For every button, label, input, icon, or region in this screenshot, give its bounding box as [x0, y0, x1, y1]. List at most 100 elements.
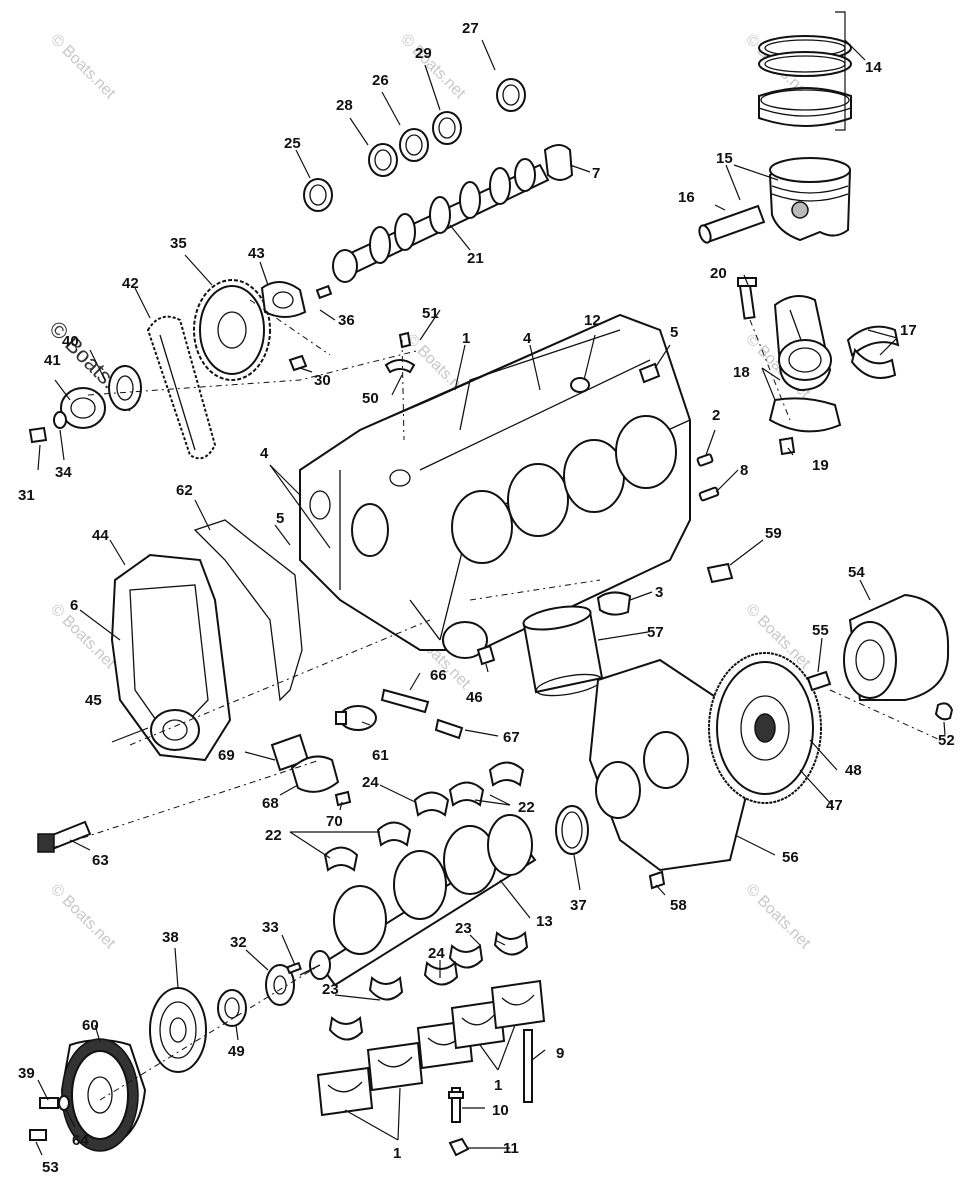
drive-coupler [806, 593, 954, 721]
callout: 48 [845, 762, 862, 779]
callout: 43 [248, 245, 265, 262]
upper-main-bearings [323, 761, 525, 872]
callout: 46 [466, 689, 483, 706]
camshaft [332, 158, 550, 283]
callout: 32 [230, 934, 247, 951]
callout: 50 [362, 390, 379, 407]
callout: 67 [503, 729, 520, 746]
callout: 12 [584, 312, 601, 329]
callout: 30 [314, 372, 331, 389]
callout: 22 [265, 827, 282, 844]
timing-cover-gasket [193, 519, 303, 702]
callout: 28 [336, 97, 353, 114]
callout: 6 [70, 597, 78, 614]
callout: 1 [494, 1077, 502, 1094]
callout: 4 [260, 445, 269, 462]
callout: 4 [523, 330, 532, 347]
callout: 69 [218, 747, 235, 764]
callout: 17 [900, 322, 917, 339]
callout: 2 [712, 407, 720, 424]
callout: 9 [556, 1045, 564, 1062]
callout: 7 [592, 165, 600, 182]
callout: 5 [276, 510, 284, 527]
callout: 56 [782, 849, 799, 866]
callout: 16 [678, 189, 695, 206]
piston-rings [758, 11, 866, 131]
leader-lines [35, 39, 946, 1156]
harmonic-balancer-hub [149, 987, 207, 1073]
callout: 18 [733, 364, 750, 381]
callout: 38 [162, 929, 179, 946]
engine-block [299, 313, 691, 659]
watermark: © Boats.net [397, 31, 469, 103]
callout: 31 [18, 487, 35, 504]
callout: 10 [492, 1102, 509, 1119]
callout: 23 [322, 981, 339, 998]
callout: 23 [455, 920, 472, 937]
callout: 21 [467, 250, 484, 267]
callout: 55 [812, 622, 829, 639]
camshaft-bearings [303, 78, 574, 212]
callout: 58 [670, 897, 687, 914]
callout: 62 [176, 482, 193, 499]
timing-cover [110, 553, 232, 762]
crank-front-parts [217, 961, 302, 1027]
callout: 49 [228, 1043, 245, 1060]
callout: 20 [710, 265, 727, 282]
main-cap-fasteners [448, 1029, 533, 1157]
callout: 3 [655, 584, 663, 601]
lower-main-bearings [328, 931, 529, 1041]
callout: 47 [826, 797, 843, 814]
callout-labels: 27 29 26 28 25 7 14 15 16 21 35 43 42 36… [18, 20, 955, 1176]
rear-main-seal [555, 805, 589, 855]
callout: 8 [740, 462, 748, 479]
callout: 45 [85, 692, 102, 709]
callout: 66 [430, 667, 447, 684]
callout: 39 [18, 1065, 35, 1082]
camshaft-sprocket [193, 279, 271, 381]
callout: 22 [518, 799, 535, 816]
callout: 54 [848, 564, 865, 581]
crankshaft [299, 814, 537, 987]
callout: 1 [462, 330, 470, 347]
callout: 13 [536, 913, 553, 930]
oil-pressure-parts [335, 688, 464, 740]
main-bearing-caps [316, 979, 546, 1117]
timing-chain [146, 315, 217, 460]
callout: 35 [170, 235, 187, 252]
callout: 25 [284, 135, 301, 152]
callout: 5 [670, 324, 678, 341]
callout: 40 [62, 333, 79, 350]
callout: 29 [415, 45, 432, 62]
callout: 37 [570, 897, 587, 914]
callout: 70 [326, 813, 343, 830]
callout: 64 [72, 1132, 89, 1149]
callout: 34 [55, 464, 72, 481]
callout: 60 [82, 1017, 99, 1034]
flywheel [708, 652, 822, 804]
connecting-rod [737, 277, 842, 456]
callout: 33 [262, 919, 279, 936]
crank-sprocket-set [28, 365, 142, 444]
callout: 26 [372, 72, 389, 89]
callout: 19 [812, 457, 829, 474]
callout: 63 [92, 852, 109, 869]
watermark: © Boats.net [742, 881, 814, 953]
callout: 42 [122, 275, 139, 292]
callout: 11 [503, 1140, 519, 1157]
callout: 24 [362, 774, 379, 791]
callout: 52 [938, 732, 955, 749]
piston-pin [698, 204, 766, 244]
crank-pulley [29, 1038, 147, 1152]
watermark: © Boats.net [47, 31, 119, 103]
callout: 36 [338, 312, 355, 329]
watermark: © Boats.net [47, 881, 119, 953]
rear-engine-plate [588, 658, 747, 890]
block-small-parts [384, 331, 734, 666]
callout: 1 [393, 1145, 401, 1162]
callout: 27 [462, 20, 479, 37]
callout: 68 [262, 795, 279, 812]
callout: 15 [716, 150, 733, 167]
thrust-plate [260, 281, 333, 372]
callout: 57 [647, 624, 664, 641]
